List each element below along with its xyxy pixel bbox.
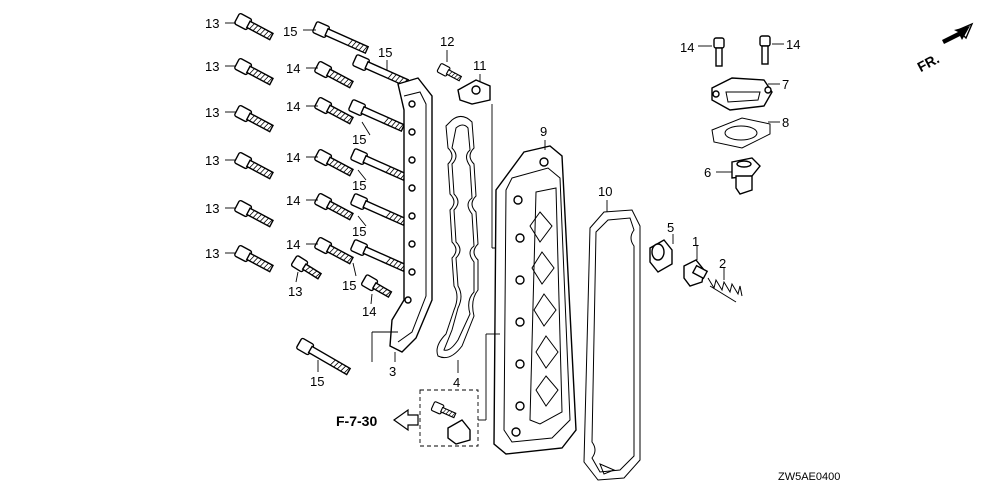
bolt-13-column	[233, 12, 275, 275]
callout-15: 15	[310, 374, 324, 389]
callout-14: 14	[286, 61, 300, 76]
gasket-part-4	[436, 116, 479, 359]
callout-15: 15	[283, 24, 297, 39]
callout-13: 13	[205, 16, 219, 31]
callout-14: 14	[286, 193, 300, 208]
callout-13: 13	[205, 59, 219, 74]
callout-15: 15	[352, 178, 366, 193]
callout-13: 13	[205, 105, 219, 120]
plug-part-5	[649, 239, 673, 273]
reference-label: F-7-30	[336, 413, 377, 429]
cover-part-9	[493, 145, 577, 455]
callout-15: 15	[352, 132, 366, 147]
callout-5: 5	[667, 220, 674, 235]
bolt-part-12	[436, 62, 464, 84]
valve-part-1	[683, 259, 709, 287]
plate-part-3	[389, 77, 433, 353]
callout-13: 13	[205, 153, 219, 168]
callout-14: 14	[680, 40, 694, 55]
callout-6: 6	[704, 165, 711, 180]
callout-11: 11	[473, 58, 487, 73]
thermostat-cover-part-7	[711, 77, 773, 111]
callout-13-lines	[225, 22, 236, 254]
callout-15: 15	[352, 224, 366, 239]
bracket-detail-box	[419, 389, 479, 447]
callout-14: 14	[286, 99, 300, 114]
callout-12: 12	[440, 34, 454, 49]
spring-part-2	[707, 277, 743, 303]
callout-15: 15	[342, 278, 356, 293]
callout-14: 14	[786, 37, 800, 52]
callout-13: 13	[205, 246, 219, 261]
callout-3: 3	[389, 364, 396, 379]
callout-14-15-lines	[295, 29, 388, 372]
callout-14: 14	[286, 237, 300, 252]
callout-7: 7	[782, 77, 789, 92]
front-direction-label: FR.	[914, 50, 941, 75]
callout-14: 14	[286, 150, 300, 165]
callout-1: 1	[692, 234, 699, 249]
bolt-part-14-upper-right	[759, 35, 771, 65]
callout-4: 4	[453, 375, 460, 390]
callout-9: 9	[540, 124, 547, 139]
callout-2: 2	[719, 256, 726, 271]
thermostat-part-6	[731, 157, 761, 195]
bolt-part-14-upper-left	[713, 37, 725, 67]
drawing-code: ZW5AE0400	[778, 471, 840, 483]
callout-15: 15	[378, 45, 392, 60]
callout-8: 8	[782, 115, 789, 130]
front-direction-arrow-icon	[942, 22, 974, 44]
callout-13: 13	[288, 284, 302, 299]
clamp-part-11	[457, 79, 491, 105]
thermostat-gasket-part-8	[711, 117, 771, 149]
gasket-part-10	[583, 209, 641, 481]
callout-13: 13	[205, 201, 219, 216]
reference-arrow-icon	[392, 408, 419, 432]
callout-14: 14	[362, 304, 376, 319]
callout-10: 10	[598, 184, 612, 199]
